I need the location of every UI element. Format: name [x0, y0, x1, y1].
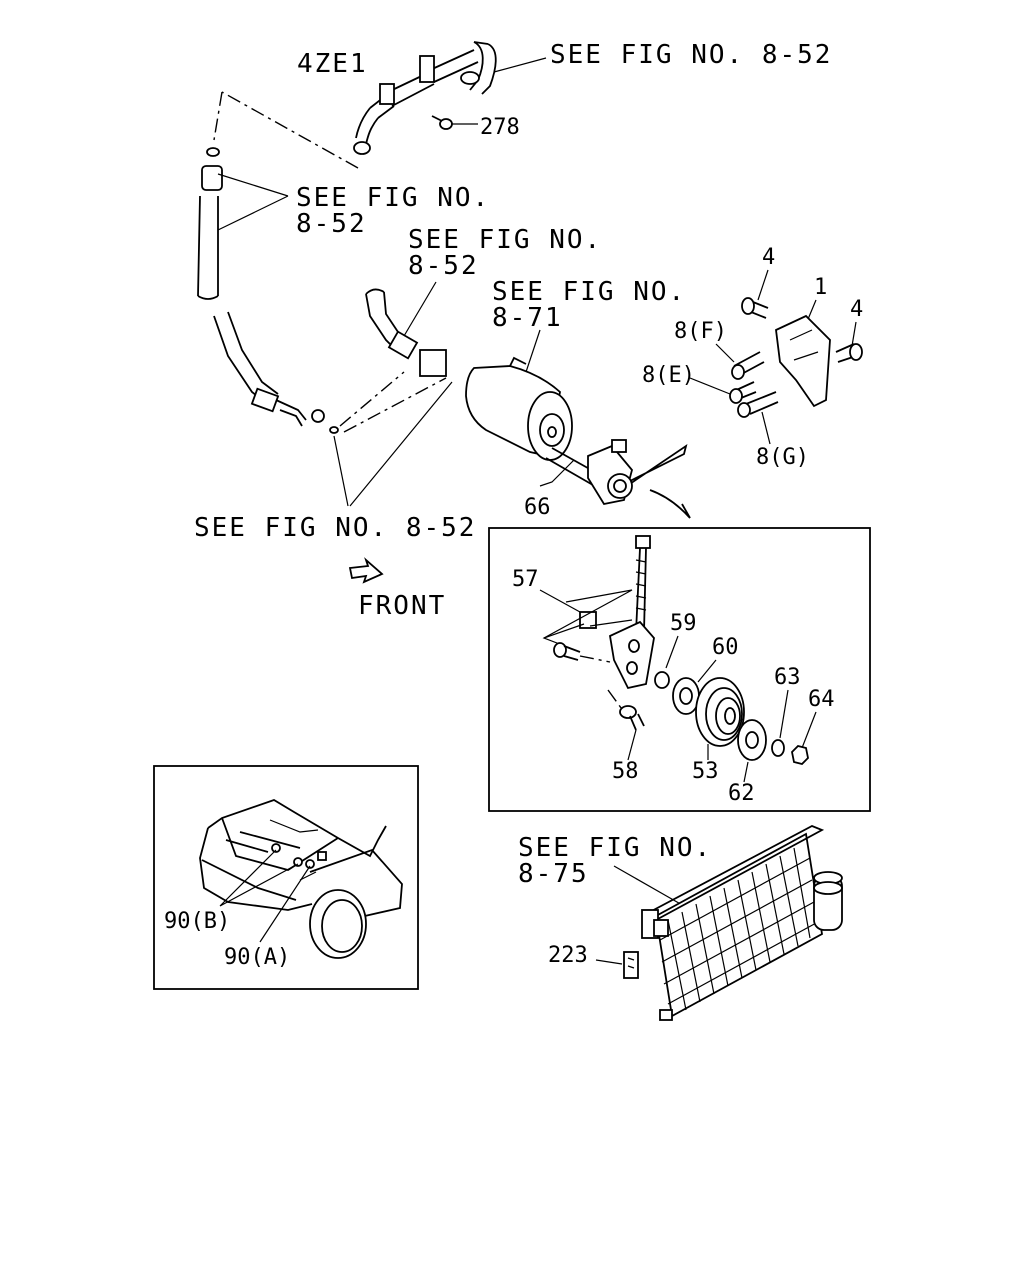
compressor: SEE FIG NO. 8-71 66	[465, 277, 691, 520]
condenser-fins	[659, 847, 819, 1011]
part-59-label: 59	[670, 611, 697, 636]
part-4b-label: 4	[850, 297, 863, 322]
mounting-bracket-group: 4 1 4 8(F) 8(E) 8(G)	[642, 245, 863, 470]
see-fig-8-52-left-line1: SEE FIG NO.	[296, 183, 490, 213]
see-fig-8-75-line1: SEE FIG NO.	[518, 833, 712, 863]
part-278-label: 278	[480, 115, 520, 140]
inset-box-frame	[153, 765, 419, 990]
condenser-assembly: SEE FIG NO. 8-75 223	[518, 825, 843, 1021]
see-fig-8-71-line1: SEE FIG NO.	[492, 277, 686, 307]
front-arrow-icon	[348, 557, 384, 584]
detail-box-frame	[488, 527, 871, 812]
part-8f-label: 8(F)	[674, 319, 727, 344]
part-64-label: 64	[808, 687, 835, 712]
see-fig-8-52-left-line2: 8-52	[296, 209, 367, 239]
see-fig-8-52-top: SEE FIG NO. 8-52	[550, 40, 832, 70]
front-label: FRONT	[358, 591, 446, 621]
front-direction-indicator: FRONT	[348, 557, 446, 621]
idler-pulley-detail: 57 59 60 53 62 63 64	[488, 527, 871, 812]
part-66-label: 66	[524, 495, 551, 520]
part-62-label: 62	[728, 781, 755, 806]
see-fig-8-75-line2: 8-75	[518, 859, 589, 889]
part-1-label: 1	[814, 275, 827, 300]
part-4a-label: 4	[762, 245, 775, 270]
part-90b-label: 90(B)	[164, 909, 230, 934]
upper-pipe-assembly: 4ZE1 278 SEE FIG NO. 8-52	[213, 40, 832, 169]
see-fig-8-52-bottom: SEE FIG NO. 8-52	[194, 513, 476, 543]
vehicle-location-inset: 90(B) 90(A)	[153, 765, 419, 990]
part-58-label: 58	[612, 759, 639, 784]
part-8g-label: 8(G)	[756, 445, 809, 470]
part-63-label: 63	[774, 665, 801, 690]
left-hose-assembly: SEE FIG NO. 8-52	[197, 147, 490, 434]
part-57-label: 57	[512, 567, 539, 592]
part-60-label: 60	[712, 635, 739, 660]
middle-hose-assembly: SEE FIG NO. 8-52 SEE FIG NO. 8-52	[194, 225, 602, 543]
label-plate-223	[623, 951, 639, 979]
part-90a-label: 90(A)	[224, 945, 290, 970]
see-fig-8-71-line2: 8-71	[492, 303, 563, 333]
see-fig-8-52-mid-line1: SEE FIG NO.	[408, 225, 602, 255]
part-53-label: 53	[692, 759, 719, 784]
part-8e-label: 8(E)	[642, 363, 695, 388]
engine-code-label: 4ZE1	[297, 49, 368, 79]
part-223-label: 223	[548, 943, 588, 968]
see-fig-8-52-mid-line2: 8-52	[408, 251, 479, 281]
